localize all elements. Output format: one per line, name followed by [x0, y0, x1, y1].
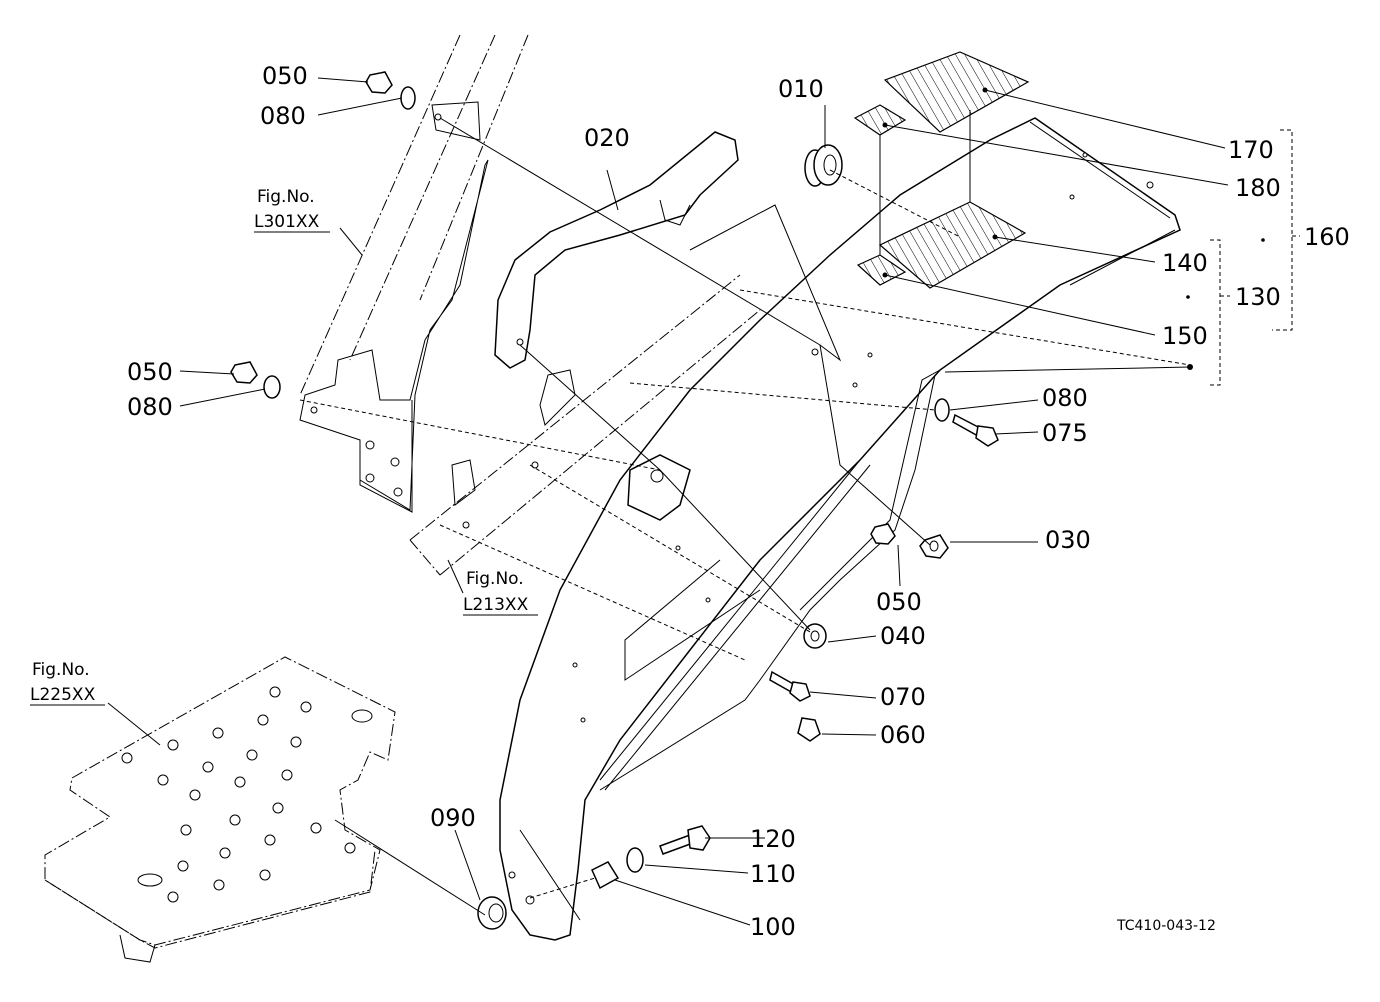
- label-080-top: 080: [260, 102, 306, 130]
- label-050-top: 050: [262, 62, 308, 90]
- label-170: 170: [1228, 136, 1274, 164]
- part-labels: 050 080 050 080 010 020 170 180 160 140 …: [127, 62, 1350, 941]
- label-075: 075: [1042, 419, 1088, 447]
- footstep-plate-l225: [44, 656, 396, 963]
- fig-ref-l301-line1: Fig.No.: [257, 187, 315, 207]
- label-110: 110: [750, 860, 796, 888]
- label-080-left: 080: [127, 393, 173, 421]
- label-070: 070: [880, 683, 926, 711]
- fig-ref-l213: Fig.No. L213XX: [463, 569, 538, 616]
- fig-ref-l225-line1: Fig.No.: [32, 660, 90, 680]
- fig-ref-l301-line2: L301XX: [254, 212, 320, 232]
- label-130: 130: [1235, 283, 1281, 311]
- leader-lines: [107, 77, 1300, 926]
- fender-body: [499, 117, 1181, 941]
- label-030: 030: [1045, 526, 1091, 554]
- handle-grip: [494, 131, 739, 369]
- label-180: 180: [1235, 174, 1281, 202]
- label-050-left: 050: [127, 358, 173, 386]
- decals: [853, 51, 1030, 289]
- fig-ref-l301: Fig.No. L301XX: [254, 187, 330, 233]
- label-150: 150: [1162, 322, 1208, 350]
- fig-ref-l225-line2: L225XX: [30, 685, 96, 705]
- label-080-right: 080: [1042, 384, 1088, 412]
- label-010: 010: [778, 75, 824, 103]
- assembly-lines: [299, 117, 1191, 916]
- label-050-mid: 050: [876, 588, 922, 616]
- label-140: 140: [1162, 249, 1208, 277]
- hardware: [230, 71, 999, 930]
- label-100: 100: [750, 913, 796, 941]
- fig-ref-l213-line2: L213XX: [463, 595, 529, 615]
- fig-ref-l225: Fig.No. L225XX: [30, 660, 105, 706]
- label-060: 060: [880, 721, 926, 749]
- label-160: 160: [1304, 223, 1350, 251]
- label-040: 040: [880, 622, 926, 650]
- fig-ref-l213-line1: Fig.No.: [466, 569, 524, 589]
- label-020: 020: [584, 124, 630, 152]
- label-090: 090: [430, 804, 476, 832]
- frame-crossmember-l213: [409, 274, 761, 576]
- frame-post-l301: [299, 34, 529, 513]
- drawing-code: TC410-043-12: [1116, 918, 1216, 934]
- label-120: 120: [750, 825, 796, 853]
